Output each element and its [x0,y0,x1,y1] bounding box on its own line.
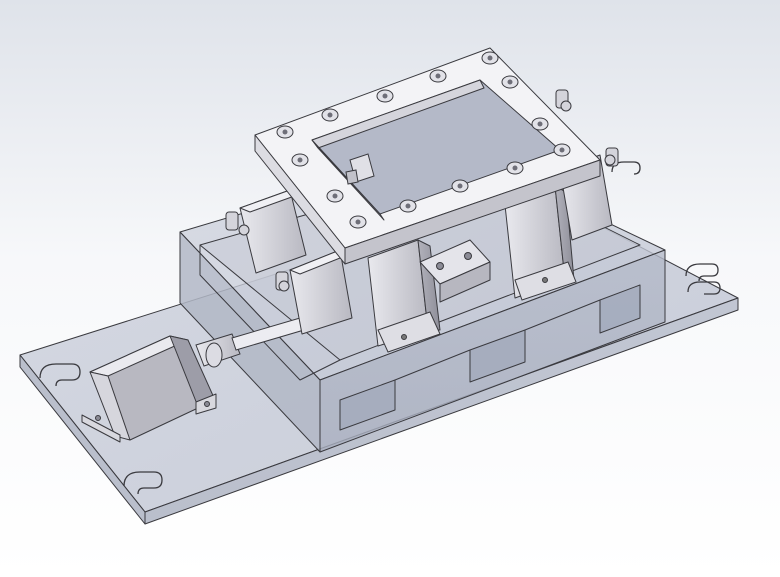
frame-bolts [276,51,571,229]
drive-shaft [195,317,305,368]
frame-latch [345,153,375,185]
drive-motor [81,335,217,443]
clamp-handles [225,89,619,292]
column-feet [377,261,577,353]
